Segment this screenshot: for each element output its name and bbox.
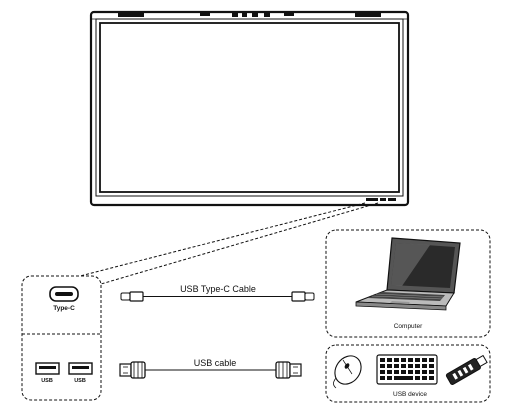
usb-port-label: USB bbox=[41, 378, 53, 384]
type-c-cable-label: USB Type-C Cable bbox=[180, 284, 256, 294]
callout-lines bbox=[79, 202, 379, 285]
usb-flash-drive-icon bbox=[445, 354, 488, 385]
keyboard-icon bbox=[376, 354, 438, 385]
mouse-icon bbox=[333, 355, 362, 389]
interactive-display bbox=[89, 10, 410, 207]
laptop-icon bbox=[355, 237, 461, 311]
type-c-port-label: Type-C bbox=[53, 305, 75, 312]
usb-cable bbox=[119, 361, 302, 379]
computer-panel: Computer bbox=[325, 229, 491, 338]
usb-type-c-cable bbox=[120, 291, 315, 302]
usb-port-icon bbox=[35, 362, 60, 375]
usb-device-panel: USB device bbox=[325, 344, 491, 403]
usb-cable-label: USB cable bbox=[194, 358, 237, 368]
port-panel: Type-C USB USB bbox=[21, 275, 102, 401]
usb-port-label: USB bbox=[74, 378, 86, 384]
bottom-port-cluster bbox=[366, 198, 396, 201]
usb-port-icon bbox=[68, 362, 93, 375]
type-c-port-icon bbox=[49, 286, 79, 302]
top-bezel-detail bbox=[92, 13, 407, 20]
usb-device-label: USB device bbox=[393, 391, 427, 398]
computer-label: Computer bbox=[394, 323, 423, 330]
